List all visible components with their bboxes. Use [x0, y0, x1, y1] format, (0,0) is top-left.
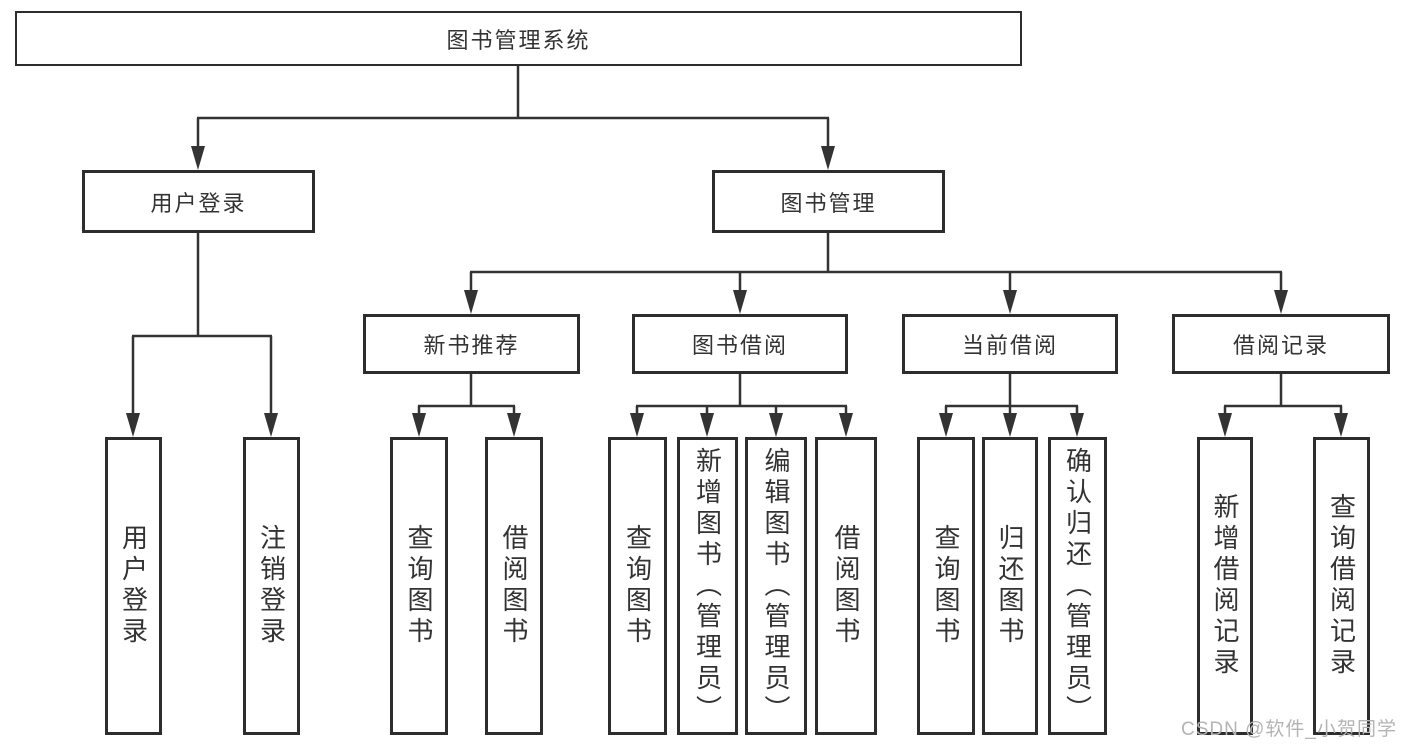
node-leaf-logout: 注销登录: [243, 437, 300, 735]
node-leaf-return-books: 归还图书: [982, 437, 1038, 735]
node-user-login-label: 用户登录: [150, 190, 247, 216]
connector-borrow-to-leaves: [630, 372, 853, 437]
node-leaf-current-query-books: 查询图书: [917, 437, 975, 735]
node-leaf-rec-query-books: 查询图书: [390, 437, 448, 735]
node-leaf-confirm-return-admin-label: 确认归还（管理员）: [1062, 446, 1093, 726]
node-leaf-rec-borrow-books-label: 借阅图书: [499, 524, 529, 648]
node-leaf-add-books-admin: 新增图书（管理员）: [677, 437, 738, 735]
node-borrow-records-label: 借阅记录: [1232, 333, 1329, 358]
node-current-borrow: 当前借阅: [902, 314, 1118, 374]
node-leaf-rec-borrow-books: 借阅图书: [485, 437, 543, 735]
node-leaf-borrow-books-label: 借阅图书: [831, 524, 861, 648]
node-user-login: 用户登录: [82, 170, 315, 233]
node-leaf-current-query-books-label: 查询图书: [931, 524, 961, 648]
node-root-label: 图书管理系统: [446, 27, 591, 53]
connector-root-to-level2: [191, 64, 835, 170]
node-leaf-add-borrow-record: 新增借阅记录: [1197, 437, 1253, 735]
node-leaf-return-books-label: 归还图书: [995, 524, 1025, 648]
node-book-borrow: 图书借阅: [632, 314, 848, 374]
connector-rec-to-leaves: [412, 372, 521, 437]
csdn-watermark: CSDN @软件_小贺同学: [1181, 719, 1397, 740]
node-leaf-logout-label: 注销登录: [256, 524, 287, 648]
node-leaf-user-login-label: 用户登录: [118, 524, 149, 648]
node-leaf-edit-books-admin-label: 编辑图书（管理员）: [761, 446, 791, 726]
node-borrow-records: 借阅记录: [1172, 314, 1390, 374]
node-current-borrow-label: 当前借阅: [961, 333, 1058, 358]
node-leaf-borrow-books: 借阅图书: [815, 437, 877, 735]
node-leaf-borrow-query-books: 查询图书: [608, 437, 667, 735]
node-book-management-label: 图书管理: [780, 190, 877, 216]
node-leaf-confirm-return-admin: 确认归还（管理员）: [1048, 437, 1107, 735]
connector-login-to-leaves: [126, 231, 278, 437]
node-leaf-user-login: 用户登录: [105, 437, 162, 735]
node-leaf-rec-query-books-label: 查询图书: [404, 524, 434, 648]
connector-records-to-leaves: [1218, 372, 1348, 437]
node-leaf-query-borrow-record-label: 查询借阅记录: [1326, 493, 1357, 679]
node-leaf-add-borrow-record-label: 新增借阅记录: [1210, 493, 1240, 679]
node-leaf-borrow-query-books-label: 查询图书: [622, 524, 653, 648]
node-new-book-recommend: 新书推荐: [363, 314, 580, 374]
node-new-book-recommend-label: 新书推荐: [423, 333, 520, 358]
node-leaf-query-borrow-record: 查询借阅记录: [1313, 437, 1370, 735]
connector-mgmt-to-level3: [464, 231, 1288, 314]
node-book-borrow-label: 图书借阅: [691, 333, 788, 358]
node-book-management: 图书管理: [712, 170, 945, 233]
node-root: 图书管理系统: [15, 11, 1022, 66]
node-leaf-add-books-admin-label: 新增图书（管理员）: [692, 446, 723, 726]
connector-current-to-leaves: [939, 372, 1084, 437]
node-leaf-edit-books-admin: 编辑图书（管理员）: [745, 437, 807, 735]
